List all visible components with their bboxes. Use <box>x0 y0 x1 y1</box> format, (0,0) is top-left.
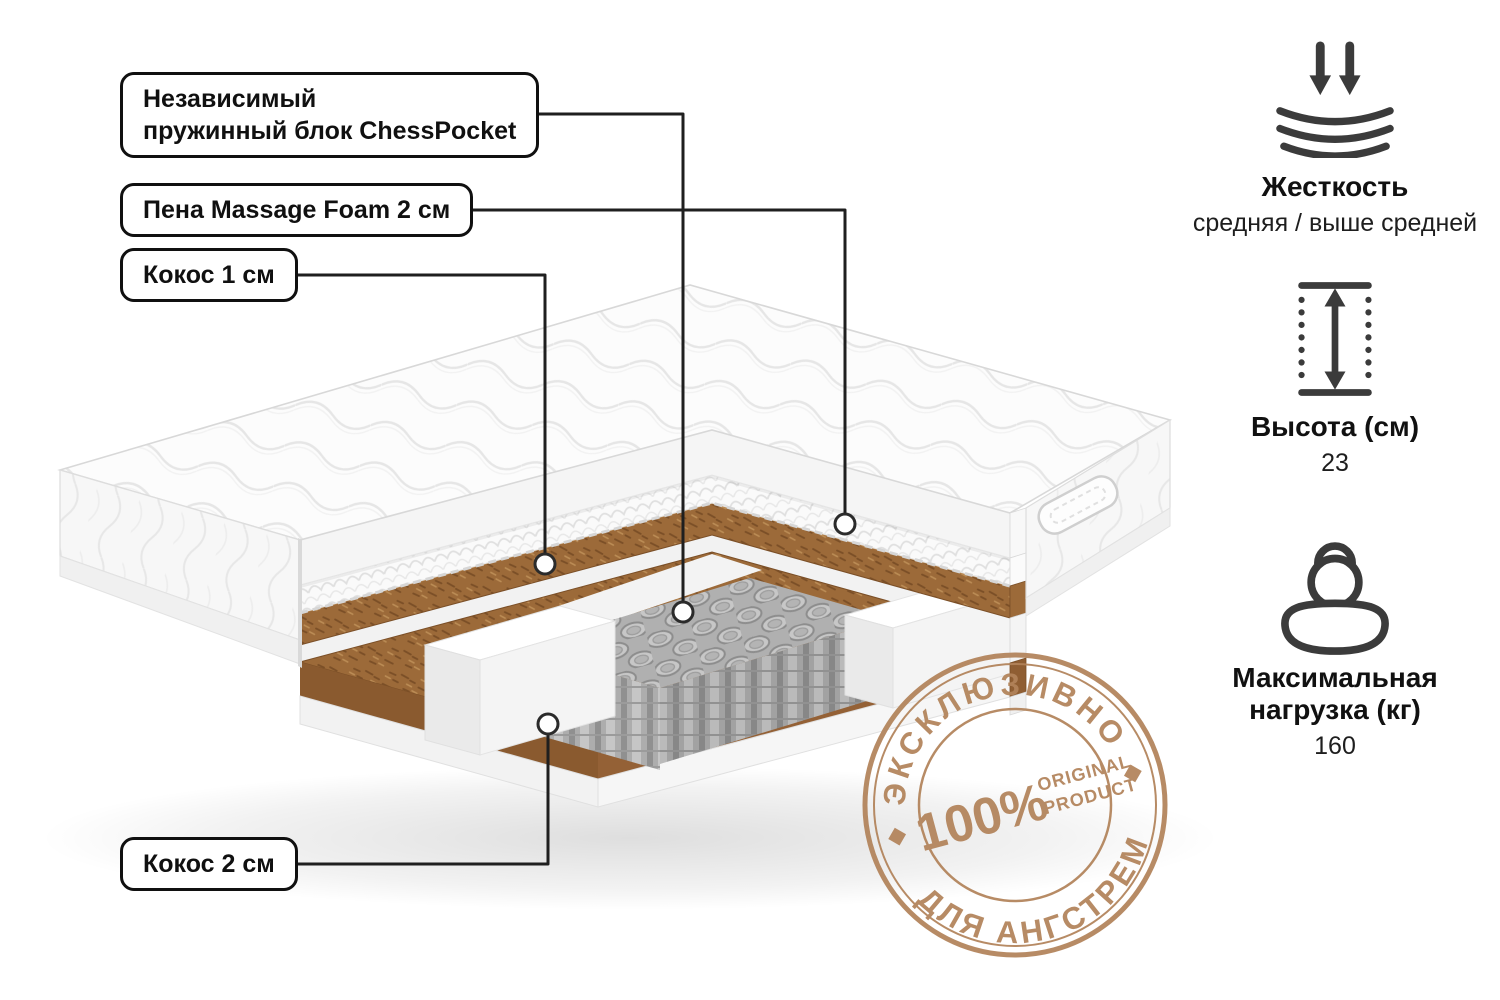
height-value: 23 <box>1321 449 1349 477</box>
leader-dot-coconut-1 <box>533 552 557 576</box>
height-title: Высота (см) <box>1250 411 1420 442</box>
callout-coconut-1-label: Кокос 1 см <box>143 261 275 289</box>
spec-height: Высота (см) 23 <box>1251 280 1419 478</box>
leader-dot-chesspocket <box>671 600 695 624</box>
mattress-shadow <box>40 766 1220 910</box>
callout-chesspocket-line2: пружинный блок ChessPocket <box>143 117 517 145</box>
callout-massage-foam-label: Пена Massage Foam 2 см <box>143 196 451 224</box>
mattress-illustration <box>57 284 1173 808</box>
callout-coconut-2-label: Кокос 2 см <box>143 850 275 878</box>
stamp-diamond-left <box>888 827 907 846</box>
callout-massage-foam: Пена Massage Foam 2 см <box>120 183 474 237</box>
foam-rail-left <box>423 605 617 756</box>
firmness-value: средняя / выше средней <box>1192 209 1478 237</box>
stamp-outer-ring <box>862 652 1168 958</box>
mattress-side-right-base <box>1025 507 1171 617</box>
callout-chesspocket: Независимый пружинный блок ChessPocket <box>120 72 540 158</box>
stamp-outer-ring-inner <box>873 663 1157 947</box>
stamp-inner-ring <box>917 707 1113 903</box>
leader-line-coconut-1 <box>198 273 547 566</box>
leader-line-massage-foam <box>298 208 847 526</box>
max-load-title-line2: нагрузка (кг) <box>1249 694 1421 725</box>
leader-dot-massage-foam <box>833 512 857 536</box>
foam-recess-wall <box>300 535 1010 662</box>
pressure-arrows-icon <box>1276 41 1394 158</box>
callout-coconut-1: Кокос 1 см <box>120 248 298 302</box>
mattress-handle <box>1037 475 1119 535</box>
leader-line-coconut-2 <box>198 722 550 866</box>
spec-max-load: Максимальная нагрузка (кг) 160 <box>1232 520 1438 761</box>
spec-firmness: Жесткость средняя / выше средней <box>1193 40 1477 238</box>
firmness-title: Жесткость <box>1261 171 1409 202</box>
max-load-title-line1: Максимальная <box>1232 662 1438 693</box>
leader-dots <box>533 512 857 736</box>
left-cut-edge <box>298 538 302 668</box>
max-load-value: 160 <box>1314 732 1356 760</box>
callout-chesspocket-line1: Независимый <box>143 85 317 113</box>
spec-panel: Жесткость средняя / выше средней Высота … <box>1160 40 1500 761</box>
kettlebell-icon <box>1281 542 1389 655</box>
stamp-diamond-right <box>1123 764 1142 783</box>
height-arrow-icon <box>1298 282 1372 396</box>
callout-coconut-2: Кокос 2 см <box>120 837 298 891</box>
leader-dot-coconut-2 <box>536 712 560 736</box>
